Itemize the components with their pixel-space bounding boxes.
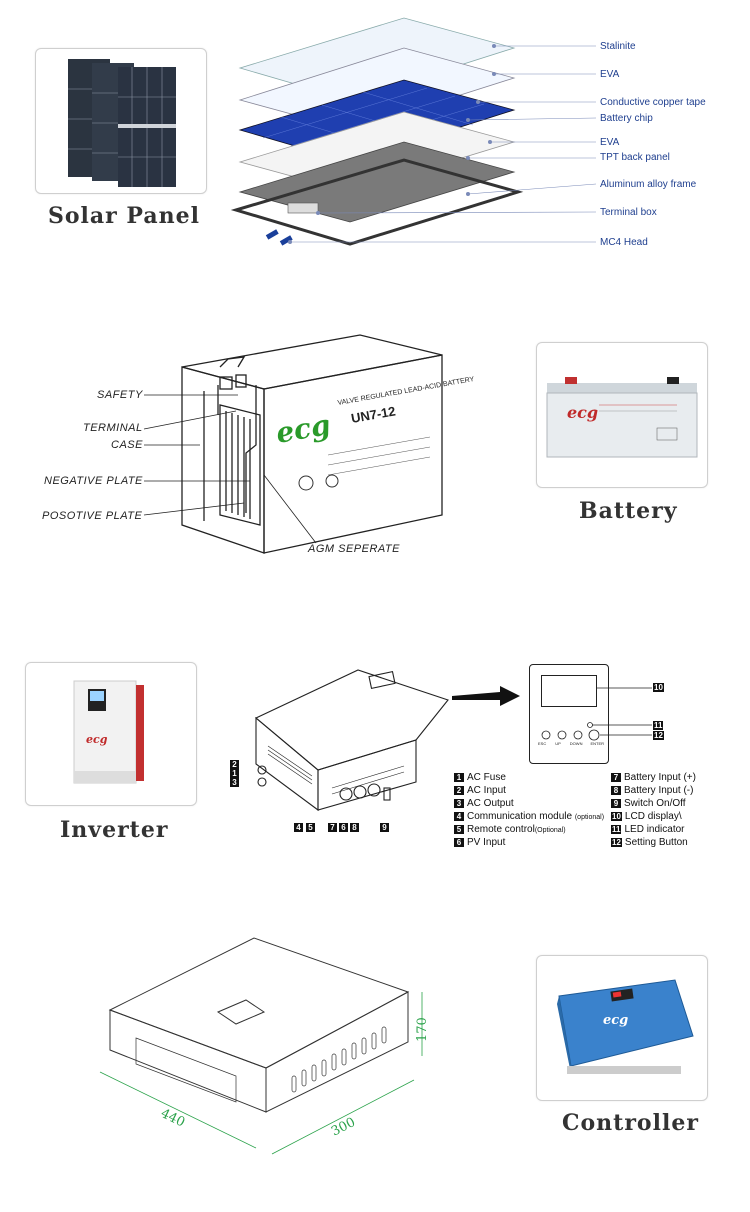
solar-panel-title: Solar Panel xyxy=(48,203,200,229)
control-panel-detail xyxy=(529,664,609,764)
battery-part-label: AGM SEPERATE xyxy=(308,543,400,555)
inverter-callout-number: 6 xyxy=(339,823,348,832)
legend-text: Setting Button xyxy=(624,837,688,848)
enter-button-label[interactable]: ENTER xyxy=(590,741,605,746)
battery-part-label: SAFETY xyxy=(97,389,143,401)
legend-number: 12 xyxy=(611,837,622,847)
legend-number: 6 xyxy=(454,837,464,847)
battery-cutaway-diagram: ecg VALVE REGULATED LEAD-ACID BATTERY UN… xyxy=(181,334,475,554)
battery-photo-logo: ecg xyxy=(567,403,598,422)
solar-layer-label: TPT back panel xyxy=(600,152,670,163)
controller-photo: ecg xyxy=(536,955,708,1101)
legend-text: PV Input xyxy=(467,837,506,848)
battery-part-label: POSOTIVE PLATE xyxy=(42,510,143,522)
battery-photo: ecg xyxy=(536,342,708,488)
inverter-title: Inverter xyxy=(60,817,169,843)
legend-note: (Optional) xyxy=(534,827,566,834)
legend-text: LED indicator xyxy=(624,824,685,835)
inverter-callout-number: 1 xyxy=(230,769,239,778)
battery-leader-lines xyxy=(143,394,317,544)
inverter-photo: ecg xyxy=(25,662,197,806)
legend-number: 11 xyxy=(611,824,622,834)
inverter-callout-number: 12 xyxy=(653,731,664,740)
panel-button-labels: ESC UP DOWN ENTER xyxy=(538,741,604,746)
battery-title: Battery xyxy=(579,498,678,524)
legend-text: Remote control xyxy=(467,824,535,835)
inverter-drawing xyxy=(254,669,520,812)
legend-number: 8 xyxy=(611,785,621,795)
solar-layer-label: Battery chip xyxy=(600,113,653,124)
inverter-photo-logo: ecg xyxy=(86,733,108,746)
controller-photo-logo: ecg xyxy=(603,1013,628,1028)
inverter-callout-number: 11 xyxy=(653,721,664,730)
legend-number: 10 xyxy=(611,811,622,821)
controller-title: Controller xyxy=(562,1110,699,1136)
solar-layer-label: Terminal box xyxy=(600,207,657,218)
controller-dimension-drawing: 440 300 170 xyxy=(99,937,430,1155)
legend-text: Battery Input (+) xyxy=(624,772,696,783)
inverter-callout-number: 2 xyxy=(230,760,239,769)
battery-part-label: NEGATIVE PLATE xyxy=(44,475,143,487)
inverter-callout-number: 5 xyxy=(306,823,315,832)
battery-part-label: CASE xyxy=(111,439,143,451)
legend-number: 2 xyxy=(454,785,464,795)
legend-text: Communication module xyxy=(467,811,573,822)
solar-layer-label: EVA xyxy=(600,69,620,80)
solar-panel-photo xyxy=(35,48,207,194)
solar-layer-label: MC4 Head xyxy=(600,237,648,248)
solar-layer-label: Stalinite xyxy=(600,41,636,52)
battery-image: ecg xyxy=(546,377,698,458)
legend-note: (optional) xyxy=(574,814,605,821)
battery-part-label: TERMINAL xyxy=(83,422,143,434)
solar-panel-image xyxy=(68,59,176,187)
dimension-depth: 300 xyxy=(329,1115,358,1140)
legend-text: AC Fuse xyxy=(467,772,506,783)
inverter-callout-number: 9 xyxy=(380,823,389,832)
solar-layer-label: EVA xyxy=(600,137,620,148)
controller-image: ecg xyxy=(557,979,694,1074)
legend-number: 9 xyxy=(611,798,621,808)
legend-text: Switch On/Off xyxy=(624,798,686,809)
up-button-label[interactable]: UP xyxy=(555,741,561,746)
inverter-callout-number: 3 xyxy=(230,778,239,787)
legend-text: AC Output xyxy=(467,798,514,809)
inverter-image: ecg xyxy=(73,680,144,784)
solar-layer-label: Conductive copper tape xyxy=(600,97,706,108)
legend-text: LCD display\ xyxy=(624,811,682,822)
legend-text: AC Input xyxy=(467,785,506,796)
control-panel-leaders xyxy=(541,687,652,741)
inverter-callout-number: 4 xyxy=(294,823,303,832)
dimension-height: 170 xyxy=(415,1017,430,1042)
down-button-label[interactable]: DOWN xyxy=(569,741,583,746)
dimension-width: 440 xyxy=(158,1106,187,1130)
legend-text: Battery Input (-) xyxy=(624,785,694,796)
lcd-display-box xyxy=(541,675,597,707)
inverter-callout-number: 8 xyxy=(350,823,359,832)
solar-layers-diagram xyxy=(230,17,597,246)
inverter-callout-number: 10 xyxy=(653,683,664,692)
solar-layer-label: Aluminum alloy frame xyxy=(600,179,697,190)
esc-button-label[interactable]: ESC xyxy=(538,741,547,746)
inverter-callout-number: 7 xyxy=(328,823,337,832)
legend-number: 3 xyxy=(454,798,464,808)
legend-number: 7 xyxy=(611,772,621,782)
legend-number: 1 xyxy=(454,772,464,782)
legend-number: 4 xyxy=(454,811,464,821)
legend-number: 5 xyxy=(454,824,464,834)
